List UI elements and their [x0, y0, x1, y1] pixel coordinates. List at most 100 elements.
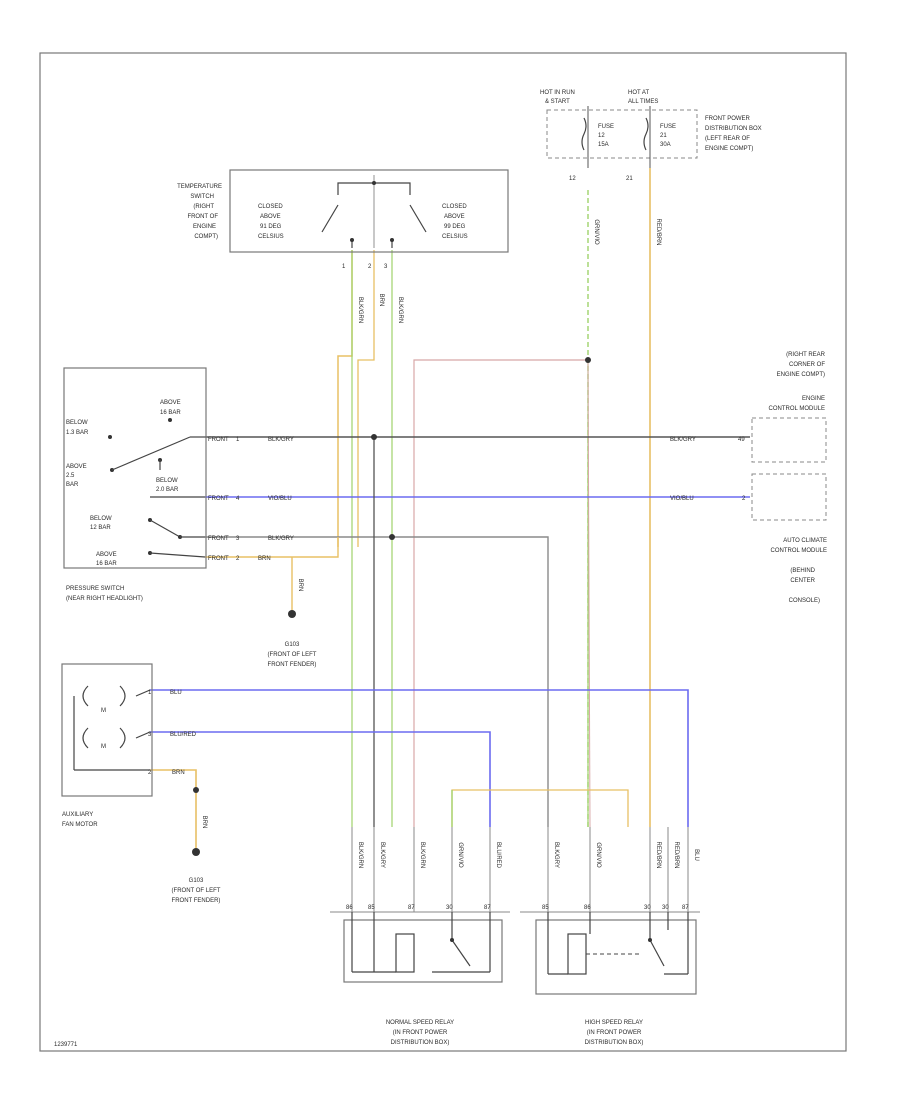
normal-relay-box	[343, 919, 503, 983]
ps-t1: 16 BAR	[160, 410, 181, 416]
hr-pin-1: 86	[584, 905, 591, 911]
temp-wire-2: BRN	[378, 294, 384, 307]
ground2-id: G103	[189, 878, 204, 884]
splice-dots	[192, 357, 591, 856]
ps-pin-num-3: 2	[236, 556, 240, 562]
diagram-stroke	[135, 689, 151, 697]
normal-relay-wire-labels: BLK/GRN BLK/GRY BLK/GRN GRN/VIO BLU/RED	[357, 842, 501, 869]
temp-lbl-5: COMPT)	[194, 234, 218, 240]
diagram-stroke	[193, 787, 199, 793]
acm-label-4: CONSOLE)	[789, 598, 820, 604]
diagram-frame	[39, 52, 847, 1052]
diagram-stroke	[168, 418, 172, 422]
ecm-label-0: ENGINE	[802, 396, 825, 402]
wire-motor-blu-red	[150, 731, 491, 827]
temp-switch-contact-right	[409, 204, 427, 233]
ps-pin-num-0: 1	[236, 437, 240, 443]
pressure-switch: ABOVE 16 BAR BELOW 1.3 BAR ABOVE 2.5 BAR…	[63, 367, 294, 602]
figure-id: 1239771	[54, 1042, 78, 1048]
high-relay-coil-icon	[567, 933, 587, 975]
temp-lbl-0: TEMPERATURE	[177, 184, 222, 190]
diagram-stroke	[372, 181, 376, 185]
ps-t8: 2.0 BAR	[156, 487, 179, 493]
motor-wire-2: BRN	[172, 770, 185, 776]
ecm-wire: BLK/GRY	[670, 437, 696, 443]
nr-pin-2: 87	[408, 905, 415, 911]
ground2-line-0: (FRONT OF LEFT	[172, 888, 221, 894]
ps-label-0: PRESSURE SWITCH	[66, 586, 124, 592]
ecm-loc-2: ENGINE COMPT)	[777, 372, 825, 378]
diagram-stroke	[149, 552, 206, 558]
normal-relay-contact	[451, 939, 471, 967]
motor-label-1: FAN MOTOR	[62, 822, 98, 828]
ground2-line-1: FRONT FENDER)	[172, 898, 221, 904]
wire-b-label: RED/BRN	[655, 218, 661, 245]
nr-label-0: NORMAL SPEED RELAY	[386, 1020, 454, 1026]
ps-pin-front-2: FRONT	[208, 536, 229, 542]
diagram-stroke	[135, 731, 151, 739]
ps-t5: 2.5	[66, 473, 75, 479]
high-speed-relay: BLK/GRY GRN/VIO RED/BRN RED/BRN BLU 85 8…	[520, 841, 700, 1046]
hr-wire-0: BLK/GRY	[553, 842, 559, 868]
temp-left-3: CELSIUS	[258, 234, 284, 240]
acm-label-2: (BEHIND	[790, 568, 815, 574]
acm-label-3: CENTER	[790, 578, 815, 584]
motor-2-icon	[82, 727, 126, 749]
ps-pin-front-1: FRONT	[208, 496, 229, 502]
fuse-b-icon	[643, 117, 649, 151]
ps-pin-front-0: FRONT	[208, 437, 229, 443]
ps-t0: ABOVE	[160, 400, 181, 406]
ground2-wire: BRN	[201, 816, 207, 829]
fuse-b-label: FUSE	[660, 124, 676, 130]
ecm-box	[751, 417, 827, 463]
diagram-stroke	[350, 238, 354, 242]
power-box	[546, 109, 698, 159]
hr-wire-1: GRN/VIO	[595, 842, 601, 868]
motor-pin-0: 1	[148, 690, 152, 696]
ps-t10: 12 BAR	[90, 525, 111, 531]
ps-t12: 16 BAR	[96, 561, 117, 567]
pin-a: 12	[569, 176, 576, 182]
ecm-loc-0: (RIGHT REAR	[786, 352, 826, 358]
wire-ground-brn	[205, 537, 339, 558]
ps-t7: BELOW	[156, 478, 178, 484]
ecm-pin: 49	[738, 437, 745, 443]
fuse-a-num: 12	[598, 133, 605, 139]
power-loc-3: ENGINE COMPT)	[705, 146, 753, 152]
wire-pink-fuse12-branch2	[587, 359, 591, 828]
motor-pin-2: 2	[148, 770, 152, 776]
pin-b: 21	[626, 176, 633, 182]
ground1-wire: BRN	[297, 579, 303, 592]
diagram-stroke	[389, 534, 395, 540]
power-loc-0: FRONT POWER	[705, 116, 751, 122]
auxiliary-fan-motor: M M 1 3 2 BLU BLU/RED BRN AUXILIARY FAN …	[61, 663, 197, 828]
engine-control-module: (RIGHT REAR CORNER OF ENGINE COMPT) ENGI…	[670, 352, 827, 463]
temp-lbl-4: ENGINE	[193, 224, 216, 230]
ground-g103-upper: BRN G103 (FRONT OF LEFT FRONT FENDER)	[268, 579, 317, 668]
ps-label-1: (NEAR RIGHT HEADLIGHT)	[66, 596, 143, 602]
normal-speed-relay: BLK/GRN BLK/GRY BLK/GRN GRN/VIO BLU/RED …	[330, 842, 510, 1046]
hot-at-label: HOT AT	[628, 90, 649, 96]
fuse-a-label: FUSE	[598, 124, 614, 130]
power-distribution: HOT IN RUN & START HOT AT ALL TIMES FUSE…	[540, 90, 762, 246]
motor-wire-0: BLU	[170, 690, 182, 696]
ps-pin-num-2: 3	[236, 536, 240, 542]
temp-lbl-2: (RIGHT	[193, 204, 214, 210]
temp-left-0: CLOSED	[258, 204, 283, 210]
hot-at-sub: ALL TIMES	[628, 99, 658, 105]
acm-wire: VIO/BLU	[670, 496, 694, 502]
temp-right-3: CELSIUS	[442, 234, 468, 240]
ground-g103-lower: BRN G103 (FRONT OF LEFT FRONT FENDER)	[172, 816, 221, 904]
nr-wire-2: BLK/GRN	[419, 842, 425, 868]
motor-box	[61, 663, 153, 797]
hr-pin-0: 85	[542, 905, 549, 911]
ps-t11: ABOVE	[96, 552, 117, 558]
fuse-a-amp: 15A	[598, 142, 609, 148]
wire-temp-pin2	[357, 250, 375, 547]
diagram-stroke	[648, 938, 652, 942]
wire-pink-fuse12-branch	[413, 359, 588, 827]
wire-motor-blu	[150, 689, 689, 827]
temp-wire-1: BLK/GRN	[357, 297, 363, 323]
